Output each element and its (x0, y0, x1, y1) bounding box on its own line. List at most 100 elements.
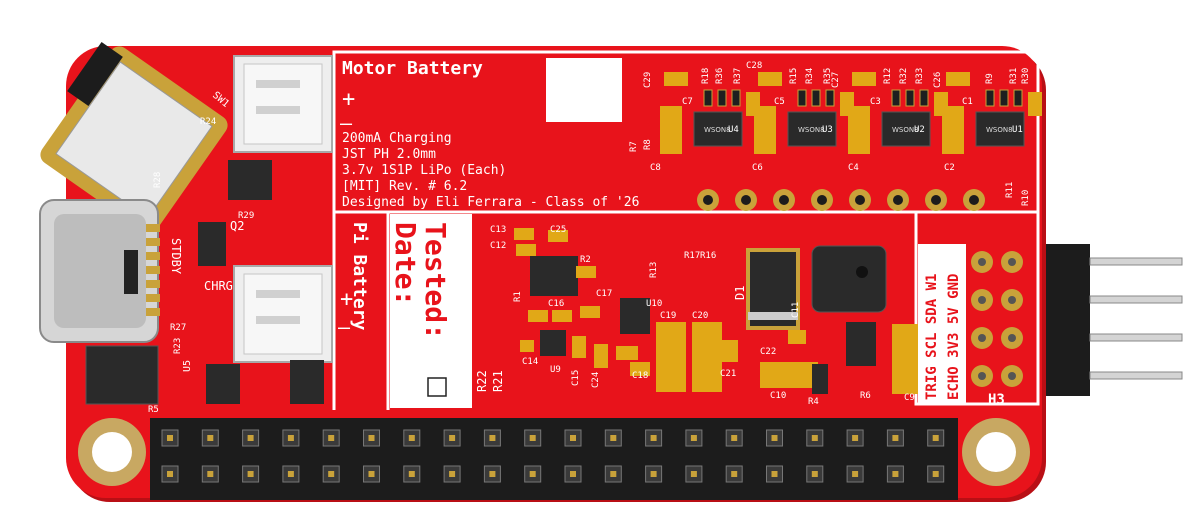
ref-r36: R36 (715, 68, 725, 84)
through-hole-drill (703, 195, 713, 205)
ref-c20: C20 (692, 311, 708, 321)
ref-r13: R13 (649, 262, 659, 278)
ref-r2: R2 (580, 255, 591, 265)
smd-capacitor (848, 106, 870, 154)
power-section (514, 228, 918, 394)
ref-u9: U9 (550, 365, 561, 375)
ref-c26: C26 (933, 72, 943, 88)
ref-c29: C29 (643, 72, 653, 88)
ref-r32: R32 (899, 68, 909, 84)
smd-capacitor (758, 72, 782, 86)
gpio-pin-core (570, 435, 576, 441)
smd-resistor (1013, 89, 1023, 107)
ref-u4: U4 (728, 125, 739, 135)
ref-c2: C2 (944, 163, 955, 173)
ref-r30: R30 (1021, 68, 1031, 84)
smd-resistor (905, 89, 915, 107)
gpio-through-holes (697, 189, 985, 211)
ref-u1: U1 (1012, 125, 1023, 135)
motor-battery-plus: + (342, 87, 355, 112)
ref-c12: C12 (490, 241, 506, 251)
tested-checkbox (427, 377, 447, 397)
jst-pi-connector (233, 265, 333, 363)
pi-battery-title: Pi Battery (349, 222, 370, 331)
gpio-pin-core (529, 471, 536, 477)
info-line-5: Designed by Eli Ferrara - Class of '26 (342, 195, 639, 210)
pi-battery-plus: + (340, 287, 353, 312)
smd-capacitor (942, 106, 964, 154)
wson-chip (787, 111, 837, 147)
stdby-label: STDBY (169, 238, 183, 275)
ref-c28: C28 (746, 61, 762, 71)
sensor-pin-header (971, 244, 1183, 396)
sensor-label-row2: ECHO 3V3 5V GND (946, 274, 962, 400)
gpio-pin-core (771, 435, 778, 441)
usb-c-connector (39, 199, 160, 343)
gpio-pin-core (287, 471, 294, 477)
ref-r31: R31 (1009, 68, 1019, 84)
wson-chip-marking: WSON8 (704, 126, 731, 134)
left-ics (198, 160, 324, 404)
ref-r16: R16 (700, 251, 716, 261)
ref-u10: U10 (646, 299, 662, 309)
pi-battery-minus: — (338, 315, 351, 339)
smd-resistor (797, 89, 807, 107)
ref-r33: R33 (915, 68, 925, 84)
ref-r15: R15 (789, 68, 799, 84)
gpio-header (150, 418, 958, 500)
smd-resistor (811, 89, 821, 107)
info-line-4: [MIT] Rev. # 6.2 (342, 179, 467, 194)
ref-r4: R4 (808, 397, 819, 407)
d1-label: D1 (733, 286, 747, 300)
ref-c7: C7 (682, 97, 693, 107)
mounting-hole-right (962, 418, 1030, 486)
sensor-label-strip (918, 244, 966, 404)
ref-c13: C13 (490, 225, 506, 235)
gpio-pin-core (570, 471, 576, 477)
smd-capacitor (664, 72, 688, 86)
wson-chip-marking: WSON8 (892, 126, 919, 134)
ref-r22: R22 (475, 370, 489, 392)
chrg-label: CHRG (204, 279, 233, 293)
ref-c17: C17 (596, 289, 612, 299)
ref-c24: C24 (591, 372, 601, 388)
smd-capacitor (1028, 92, 1042, 116)
ref-r35: R35 (823, 68, 833, 84)
smd-resistor (985, 89, 995, 107)
smd-resistor (703, 89, 713, 107)
gpio-pin-core (811, 435, 818, 441)
smd-capacitor (660, 106, 682, 154)
ref-r28: R28 (153, 172, 163, 188)
ref-r10: R10 (1021, 190, 1031, 206)
smd-capacitor (852, 72, 876, 86)
ref-c14: C14 (522, 357, 538, 367)
gpio-pin-core (932, 471, 939, 477)
through-hole-drill (931, 195, 941, 205)
ref-r17: R17 (684, 251, 700, 261)
ref-c3: C3 (870, 97, 881, 107)
gpio-pin-core (247, 435, 254, 441)
gpio-pin-core (811, 471, 818, 477)
gpio-pin-core (932, 435, 939, 441)
gpio-pin-core (529, 435, 536, 441)
gpio-pin-core (489, 435, 496, 441)
gpio-pin-core (892, 435, 899, 441)
gpio-pin-core (489, 471, 496, 477)
ref-r23: R23 (173, 338, 183, 354)
gpio-pin-core (650, 471, 657, 477)
ref-r37: R37 (733, 68, 743, 84)
gpio-pin-core (408, 435, 415, 441)
through-hole-drill (779, 195, 789, 205)
gpio-pin-core (287, 435, 294, 441)
ref-r8: R8 (643, 139, 653, 150)
wson-chip (975, 111, 1025, 147)
ref-r21: R21 (491, 370, 505, 392)
tested-label: Tested: (419, 222, 452, 340)
mounting-hole-left (78, 418, 146, 486)
ref-r29: R29 (238, 211, 254, 221)
sensor-label-row1: TRIG SCL SDA W1 (924, 274, 940, 400)
motor-battery-minus: — (340, 111, 353, 135)
ref-r6: R6 (860, 391, 871, 401)
power-switch (40, 41, 228, 234)
